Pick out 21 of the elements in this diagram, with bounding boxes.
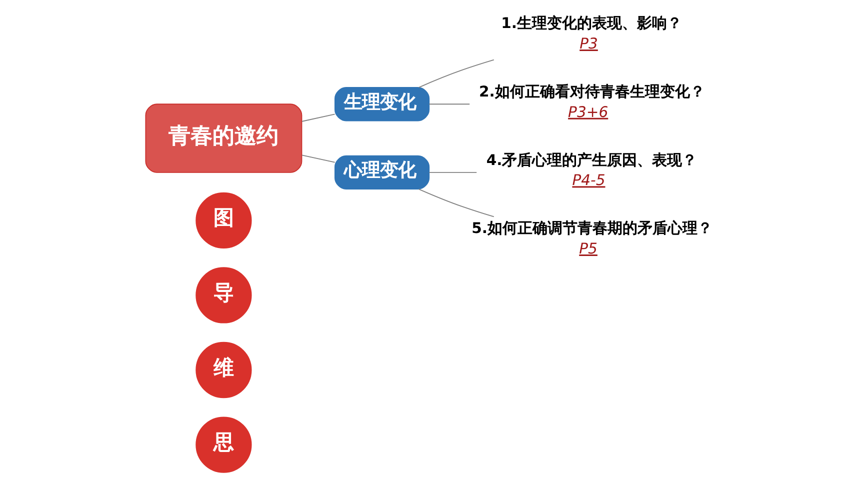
node-box: 青春的邀约: [144, 104, 302, 173]
connector: [428, 172, 477, 173]
node-label: P4-5: [572, 172, 605, 190]
node-text: 4.矛盾心理的产生原因、表现？: [486, 152, 697, 169]
connector: [301, 114, 335, 122]
node-text: 2.如何正确看对待青春生理变化？: [478, 84, 704, 101]
node-circle: 思: [195, 416, 252, 473]
connector: [418, 59, 494, 88]
node-text: 1.生理变化的表现、影响？: [500, 15, 682, 32]
connector: [301, 154, 335, 163]
node-label: P3+6: [568, 104, 608, 121]
connector: [428, 104, 470, 105]
connector: [418, 188, 494, 218]
node-label: P3: [579, 36, 598, 53]
node-circle: 导: [195, 267, 252, 324]
node-box: 生理变化: [334, 87, 430, 122]
node-circle: 图: [195, 192, 252, 248]
node-box: 心理变化: [334, 155, 430, 190]
node-text: 5.如何正确调节青春期的矛盾心理？: [471, 220, 712, 238]
node-circle: 维: [195, 342, 252, 398]
node-label: P5: [578, 240, 597, 258]
